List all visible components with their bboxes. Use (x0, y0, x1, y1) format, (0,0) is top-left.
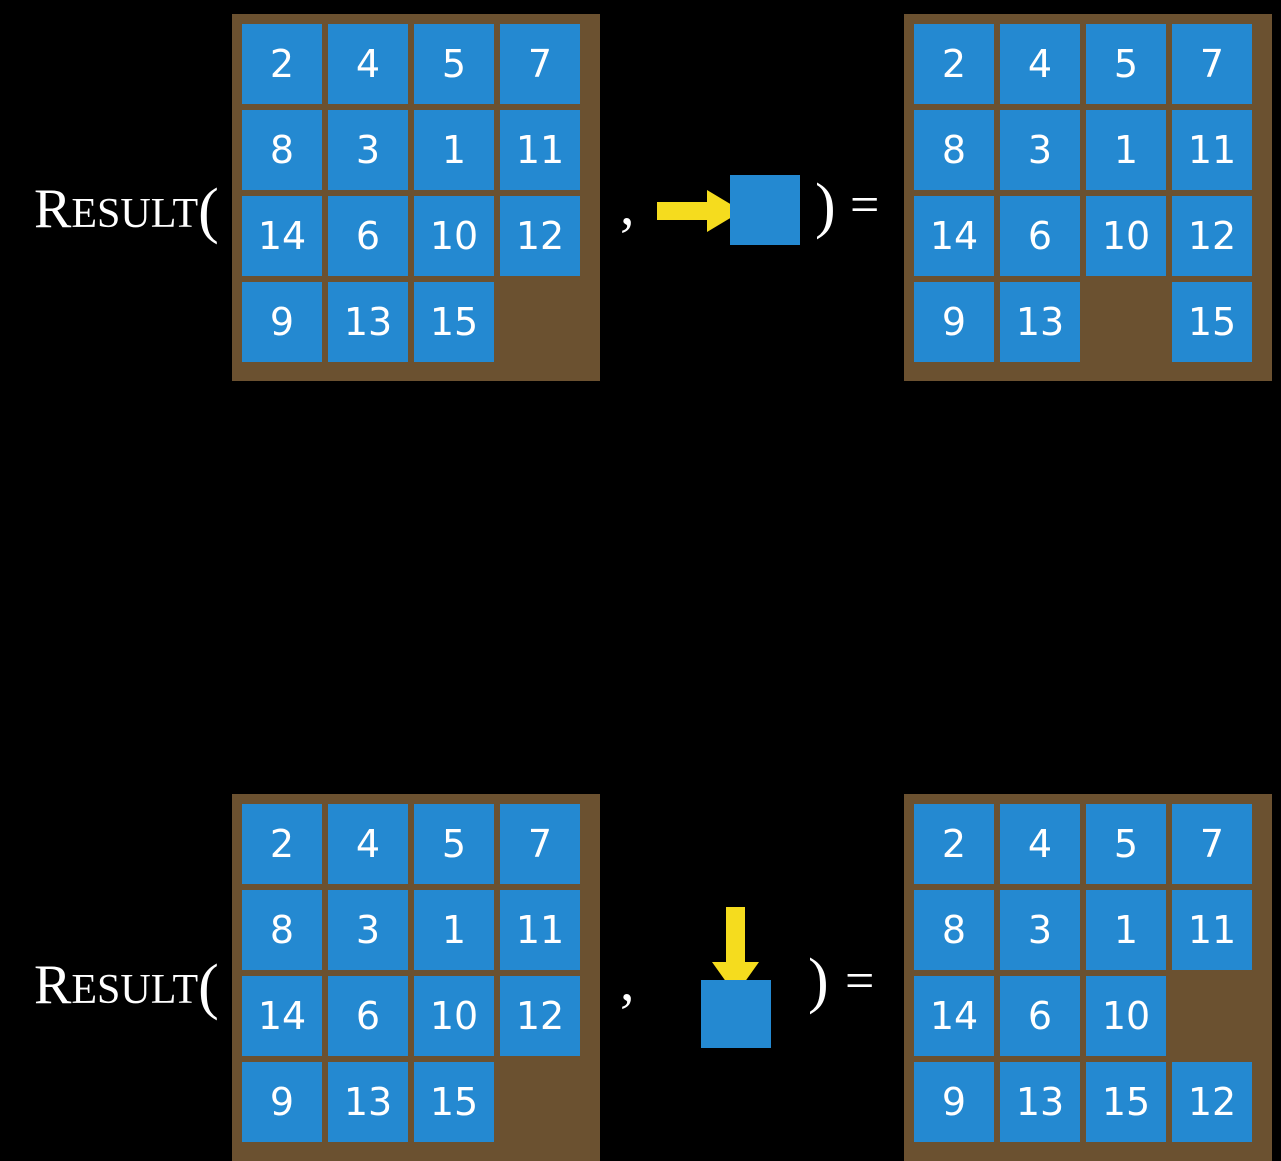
tile[interactable]: 4 (328, 24, 408, 104)
tile[interactable]: 12 (500, 196, 580, 276)
open-paren-row-1: ( (198, 177, 219, 245)
tile[interactable]: 3 (328, 890, 408, 970)
tile[interactable]: 6 (328, 196, 408, 276)
tile[interactable]: 13 (1000, 1062, 1080, 1142)
tile[interactable]: 2 (242, 804, 322, 884)
tile[interactable]: 13 (328, 1062, 408, 1142)
result-label-row-2: RESULT( (34, 952, 219, 1018)
tile[interactable]: 14 (242, 976, 322, 1056)
comma-row-2: , (620, 948, 635, 1013)
tile[interactable]: 15 (1086, 1062, 1166, 1142)
operand-tile-row-1[interactable] (730, 175, 800, 245)
equals-row-2: = (845, 953, 875, 1010)
blank-tile (1086, 282, 1166, 362)
input-grid-row-1: 2 4 5 7 8 3 1 11 14 6 10 12 9 13 15 (232, 14, 600, 381)
tile[interactable]: 14 (914, 196, 994, 276)
tile[interactable]: 4 (1000, 24, 1080, 104)
input-grid-row-2: 2 4 5 7 8 3 1 11 14 6 10 12 9 13 15 (232, 794, 600, 1161)
result-label-capital: R (34, 954, 72, 1016)
output-grid-row-1: 2 4 5 7 8 3 1 11 14 6 10 12 9 13 15 (904, 14, 1272, 381)
tile[interactable]: 15 (414, 1062, 494, 1142)
tile[interactable]: 7 (500, 804, 580, 884)
result-label-row-1: RESULT( (34, 176, 219, 242)
tile[interactable]: 10 (1086, 196, 1166, 276)
tile[interactable]: 7 (1172, 804, 1252, 884)
tile[interactable]: 15 (1172, 282, 1252, 362)
tile[interactable]: 15 (414, 282, 494, 362)
tile[interactable]: 11 (1172, 890, 1252, 970)
blank-tile (1172, 976, 1252, 1056)
close-paren-row-2: ) (808, 947, 829, 1015)
tile[interactable]: 1 (414, 110, 494, 190)
tile[interactable]: 1 (414, 890, 494, 970)
tile[interactable]: 10 (1086, 976, 1166, 1056)
result-label-rest: ESULT (71, 967, 199, 1013)
tile[interactable]: 13 (328, 282, 408, 362)
tile[interactable]: 12 (500, 976, 580, 1056)
tile[interactable]: 11 (500, 890, 580, 970)
tile[interactable]: 10 (414, 196, 494, 276)
tile[interactable]: 3 (1000, 890, 1080, 970)
move-right-arrow-icon (657, 190, 742, 232)
tile[interactable]: 14 (914, 976, 994, 1056)
tile[interactable]: 11 (1172, 110, 1252, 190)
tile[interactable]: 5 (414, 804, 494, 884)
equals-row-1: = (850, 177, 880, 234)
tile[interactable]: 6 (328, 976, 408, 1056)
tile[interactable]: 8 (242, 110, 322, 190)
tile[interactable]: 6 (1000, 976, 1080, 1056)
tile[interactable]: 2 (242, 24, 322, 104)
tile[interactable]: 3 (328, 110, 408, 190)
tile[interactable]: 1 (1086, 110, 1166, 190)
tile[interactable]: 8 (242, 890, 322, 970)
tile[interactable]: 5 (1086, 804, 1166, 884)
output-grid-row-2: 2 4 5 7 8 3 1 11 14 6 10 9 13 15 12 (904, 794, 1272, 1161)
tile[interactable]: 9 (242, 282, 322, 362)
tile[interactable]: 4 (328, 804, 408, 884)
tile[interactable]: 13 (1000, 282, 1080, 362)
tile[interactable]: 5 (414, 24, 494, 104)
tile[interactable]: 10 (414, 976, 494, 1056)
tile[interactable]: 2 (914, 804, 994, 884)
blank-tile (500, 282, 580, 362)
tile[interactable]: 9 (242, 1062, 322, 1142)
close-paren-row-1: ) (815, 172, 836, 240)
equation-row-1: RESULT( 2 4 5 7 8 3 1 11 14 6 10 12 9 13… (0, 0, 1281, 390)
result-label-rest: ESULT (71, 191, 199, 237)
tile[interactable]: 11 (500, 110, 580, 190)
blank-tile (500, 1062, 580, 1142)
equation-row-2: RESULT( 2 4 5 7 8 3 1 11 14 6 10 12 9 13… (0, 390, 1281, 1161)
tile[interactable]: 4 (1000, 804, 1080, 884)
tile[interactable]: 14 (242, 196, 322, 276)
tile[interactable]: 9 (914, 282, 994, 362)
tile[interactable]: 3 (1000, 110, 1080, 190)
tile[interactable]: 9 (914, 1062, 994, 1142)
operand-tile-row-2[interactable] (701, 980, 771, 1048)
open-paren-row-2: ( (198, 953, 219, 1021)
tile[interactable]: 12 (1172, 196, 1252, 276)
tile[interactable]: 5 (1086, 24, 1166, 104)
tile[interactable]: 12 (1172, 1062, 1252, 1142)
tile[interactable]: 8 (914, 110, 994, 190)
tile[interactable]: 7 (500, 24, 580, 104)
result-label-capital: R (34, 178, 72, 240)
tile[interactable]: 1 (1086, 890, 1166, 970)
tile[interactable]: 2 (914, 24, 994, 104)
tile[interactable]: 7 (1172, 24, 1252, 104)
tile[interactable]: 6 (1000, 196, 1080, 276)
comma-row-1: , (620, 172, 635, 237)
tile[interactable]: 8 (914, 890, 994, 970)
